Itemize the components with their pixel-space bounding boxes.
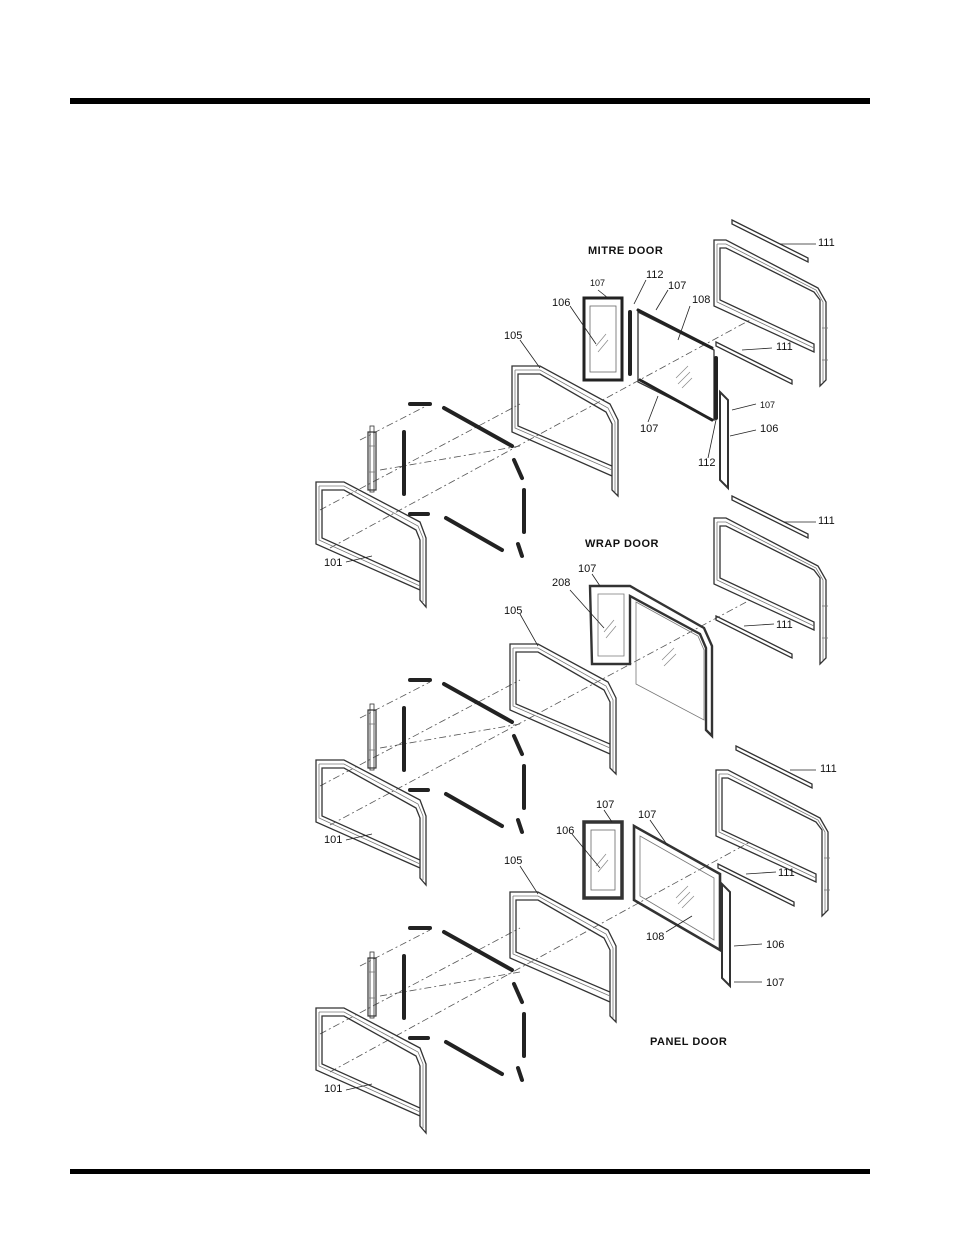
label-107: 107 bbox=[766, 977, 784, 989]
label-111: 111 bbox=[818, 237, 835, 249]
hinge-bracket bbox=[367, 425, 377, 493]
label-111: 111 bbox=[776, 341, 793, 353]
label-106: 106 bbox=[556, 825, 574, 837]
label-105: 105 bbox=[504, 605, 522, 617]
label-111: 111 bbox=[778, 867, 795, 879]
label-107: 107 bbox=[596, 799, 614, 811]
glass-panel-108 bbox=[632, 823, 722, 953]
label-106: 106 bbox=[760, 423, 778, 435]
label-105: 105 bbox=[504, 330, 522, 342]
back-frame-101 bbox=[315, 759, 427, 886]
glass-panel-106 bbox=[582, 820, 624, 900]
wrap-door-assembly: WRAP DOOR 111 107 208 105 bbox=[315, 495, 835, 886]
assembly-title: PANEL DOOR bbox=[650, 1036, 727, 1048]
label-107: 107 bbox=[640, 423, 658, 435]
gasket-strips bbox=[402, 402, 526, 558]
label-101: 101 bbox=[324, 1083, 342, 1095]
label-108: 108 bbox=[692, 294, 710, 306]
label-107: 107 bbox=[578, 563, 596, 575]
back-frame-101 bbox=[315, 481, 427, 608]
front-frame-105 bbox=[509, 891, 617, 1023]
hinged-frame-111 bbox=[715, 769, 831, 917]
label-106: 106 bbox=[766, 939, 784, 951]
label-112: 112 bbox=[646, 269, 664, 281]
glass-panel-108 bbox=[636, 308, 715, 422]
glass-panel-106-side bbox=[719, 389, 729, 491]
mitre-door-assembly: MITRE DOOR bbox=[315, 219, 835, 608]
label-111: 111 bbox=[820, 763, 837, 775]
label-111: 111 bbox=[776, 619, 793, 631]
label-107: 107 bbox=[668, 280, 686, 292]
label-101: 101 bbox=[324, 834, 342, 846]
label-107: 107 bbox=[638, 809, 656, 821]
label-112: 112 bbox=[698, 457, 716, 469]
bar-111-top bbox=[731, 495, 809, 539]
gasket-strips bbox=[402, 926, 526, 1082]
hinged-frame-111 bbox=[713, 239, 829, 387]
bar-111-top bbox=[731, 219, 809, 263]
label-108: 108 bbox=[646, 931, 664, 943]
bar-111-top bbox=[735, 745, 813, 789]
assembly-title: WRAP DOOR bbox=[585, 538, 659, 550]
assembly-title: MITRE DOOR bbox=[588, 245, 663, 257]
label-105: 105 bbox=[504, 855, 522, 867]
label-208: 208 bbox=[552, 577, 570, 589]
front-frame-105 bbox=[511, 365, 619, 497]
label-107: 107 bbox=[760, 400, 775, 410]
label-106: 106 bbox=[552, 297, 570, 309]
label-107: 107 bbox=[590, 278, 605, 288]
glass-panel-106 bbox=[582, 296, 624, 382]
gasket-strips bbox=[402, 678, 526, 834]
label-101: 101 bbox=[324, 557, 342, 569]
bottom-rule bbox=[70, 1169, 870, 1174]
hinged-frame-111 bbox=[713, 517, 829, 665]
glass-panel-106-side bbox=[721, 881, 731, 989]
label-111: 111 bbox=[818, 515, 835, 527]
panel-door-assembly: PANEL DOOR bbox=[315, 745, 837, 1134]
top-rule bbox=[70, 98, 870, 104]
wrap-glass-208 bbox=[588, 584, 714, 739]
